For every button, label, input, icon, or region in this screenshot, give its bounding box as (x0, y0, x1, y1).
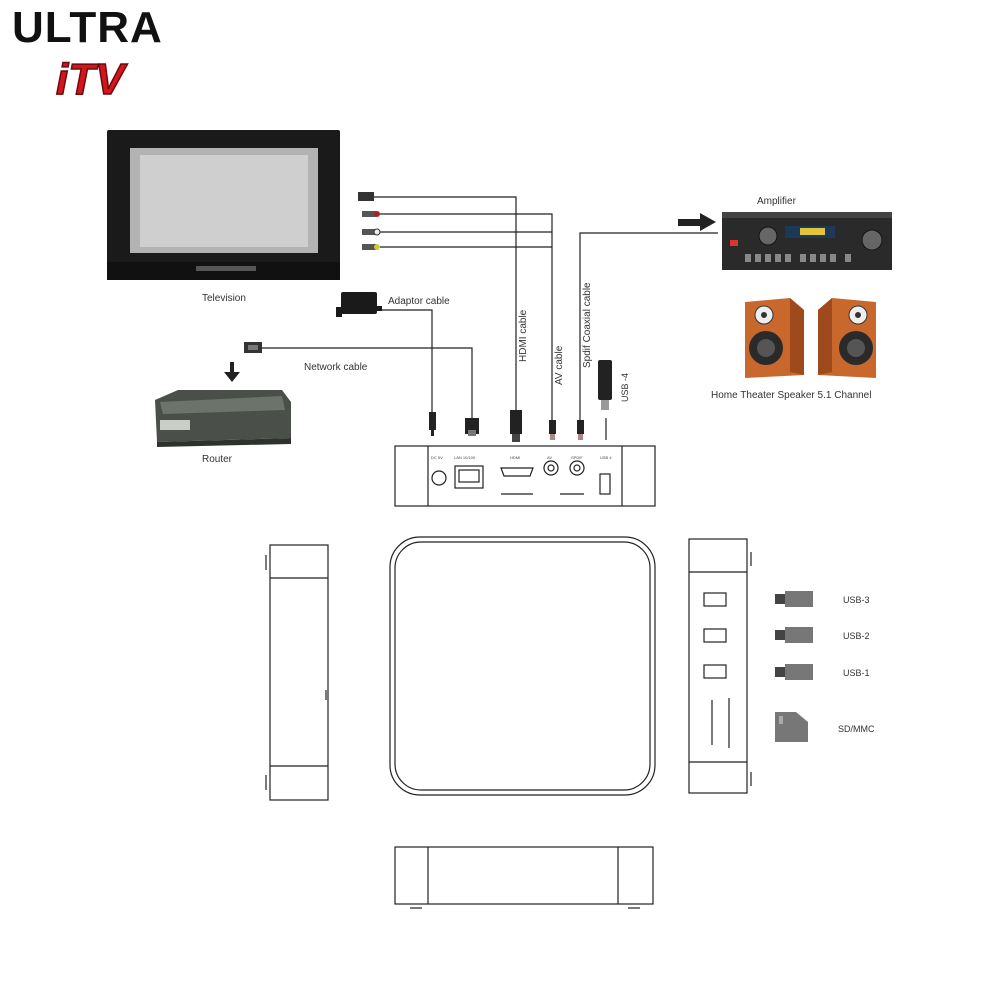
speakers-illustration (745, 298, 876, 378)
av-cable-label: AV cable (554, 345, 565, 385)
sdmmc-label: SD/MMC (838, 724, 875, 734)
usb1-label: USB-1 (843, 668, 870, 678)
brand-logo: ULTRA iTV (12, 3, 163, 105)
port-usb-label: USB 4 (600, 455, 612, 460)
left-side-view (265, 544, 329, 801)
television-illustration (107, 130, 340, 280)
usb3-label: USB-3 (843, 595, 870, 605)
router-arrow-icon (224, 362, 240, 382)
network-cable-label: Network cable (304, 362, 368, 373)
brand-line2: iTV (56, 55, 128, 104)
network-plug-icon (244, 342, 262, 353)
amplifier-illustration (722, 212, 892, 270)
front-view (394, 846, 654, 909)
usb-stick-icon (598, 360, 612, 410)
port-av-label: AV (547, 455, 552, 460)
tv-plugs (358, 192, 381, 250)
speakers-label: Home Theater Speaker 5.1 Channel (711, 390, 871, 401)
port-lan-label: LAN 10/100 (454, 455, 476, 460)
hdmi-cable-label: HDMI cable (518, 309, 529, 362)
adaptor-cable-label: Adaptor cable (388, 296, 450, 307)
usb3-plug-icon (775, 591, 813, 607)
amplifier-label: Amplifier (757, 196, 797, 207)
right-side-view (688, 538, 752, 794)
usb1-plug-icon (775, 664, 813, 680)
back-panel (394, 445, 656, 507)
back-panel-port-labels: DC 5V LAN 10/100 HDMI AV SPDIF USB 4 (431, 455, 612, 460)
port-spdif-label: SPDIF (571, 455, 583, 460)
cables (262, 196, 718, 425)
spdif-cable-label: Spdif Coaxial cable (582, 282, 593, 368)
router-label: Router (202, 454, 233, 465)
television-label: Television (202, 293, 246, 304)
router-illustration (155, 390, 291, 447)
arrow-icon (678, 213, 716, 231)
cable-connectors (429, 410, 607, 442)
port-hdmi-label: HDMI (510, 455, 520, 460)
usb2-label: USB-2 (843, 631, 870, 641)
usb4-label: USB -4 (620, 373, 630, 402)
adaptor-icon (336, 292, 382, 317)
sd-card-icon (775, 712, 808, 742)
port-dc-label: DC 5V (431, 455, 443, 460)
brand-line1: ULTRA (12, 3, 163, 52)
usb2-plug-icon (775, 627, 813, 643)
top-view (389, 536, 656, 796)
